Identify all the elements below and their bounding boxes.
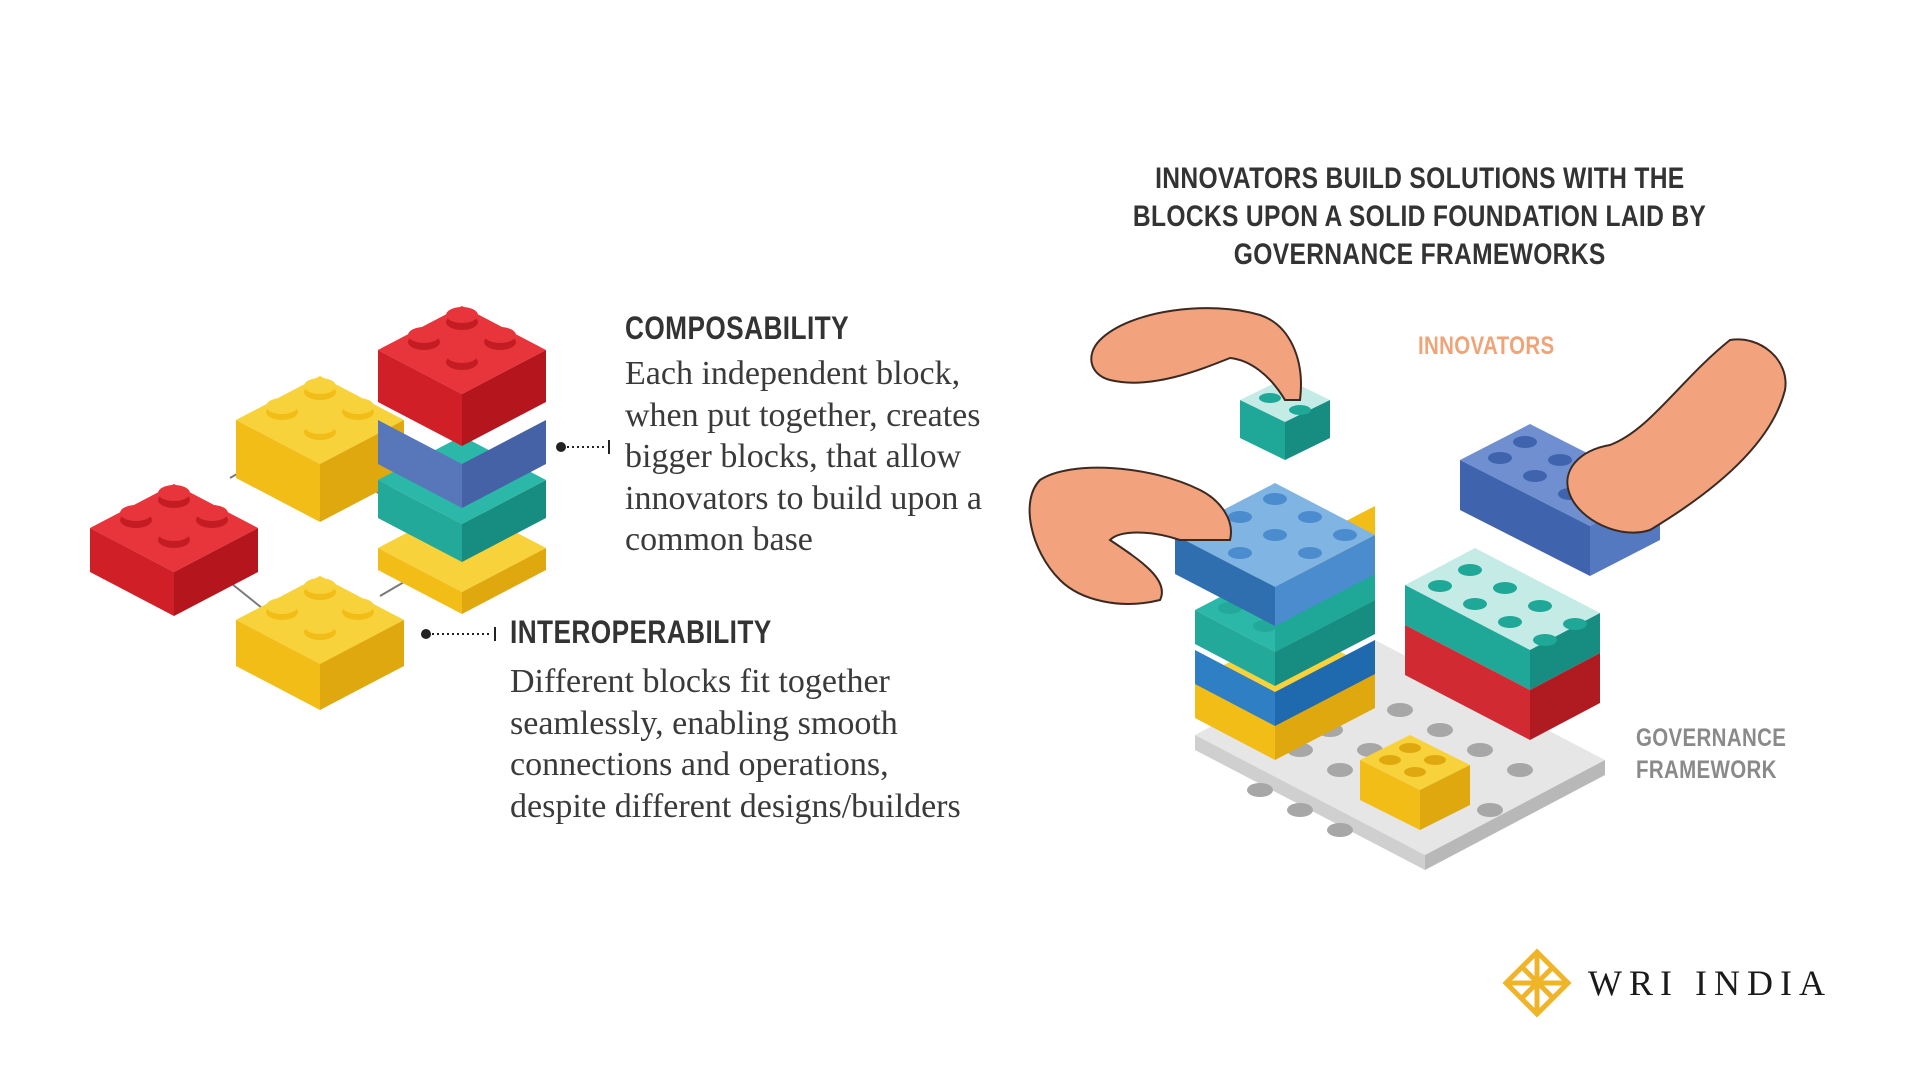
description-line: seamlessly, enabling smooth	[510, 704, 898, 742]
description-line: common base	[625, 521, 813, 558]
description-line: despite different designs/builders	[510, 787, 961, 825]
right-hand	[1566, 338, 1787, 534]
building-blocks-illustration	[1028, 307, 1787, 870]
composability-leader	[556, 440, 610, 454]
title-line: BLOCKS UPON A SOLID FOUNDATION LAID BY	[1133, 200, 1707, 233]
title-line: INNOVATORS BUILD SOLUTIONS WITH THE	[1155, 162, 1685, 195]
wri-logo-icon	[1502, 948, 1572, 1018]
yellow-block	[236, 376, 404, 522]
composability-description: Each independent block, when put togethe…	[625, 353, 982, 561]
composability-section: COMPOSABILITY Each independent block, wh…	[625, 310, 982, 561]
description-line: Each independent block,	[625, 355, 961, 392]
description-line: connections and operations,	[510, 746, 889, 783]
red-block	[90, 484, 258, 616]
stack-blue-block	[378, 420, 546, 508]
composability-heading: COMPOSABILITY	[625, 310, 850, 346]
yellow-block-bottom	[236, 576, 404, 710]
governance-line: GOVERNANCE	[1636, 724, 1787, 752]
blue-layer-block	[1195, 640, 1375, 726]
interoperability-heading: INTEROPERABILITY	[510, 614, 772, 650]
brand-logo: WRI INDIA	[1502, 948, 1882, 1018]
top-hand	[1090, 307, 1302, 401]
innovators-label: INNOVATORS	[1418, 332, 1555, 360]
brand-name: WRI INDIA	[1588, 963, 1832, 1003]
description-line: bigger blocks, that allow	[625, 438, 962, 475]
left-hand	[1028, 466, 1232, 605]
interoperability-leader	[421, 627, 496, 641]
right-title: INNOVATORS BUILD SOLUTIONS WITH THE BLOC…	[1070, 160, 1770, 274]
governance-line: FRAMEWORK	[1636, 756, 1777, 784]
description-line: when put together, creates	[625, 396, 981, 434]
yellow-small-block	[1360, 735, 1470, 830]
description-line: innovators to build upon a	[625, 479, 982, 517]
interoperability-description: Different blocks fit together seamlessly…	[510, 661, 961, 827]
description-line: Different blocks fit together	[510, 663, 890, 700]
governance-label: GOVERNANCE FRAMEWORK	[1636, 722, 1819, 786]
modular-blocks-illustration	[90, 306, 546, 664]
title-line: GOVERNANCE FRAMEWORKS	[1234, 238, 1606, 271]
teal-red-block	[1405, 548, 1600, 740]
stack-red-block	[378, 306, 546, 446]
interoperability-section: INTEROPERABILITY Different blocks fit to…	[510, 614, 961, 827]
